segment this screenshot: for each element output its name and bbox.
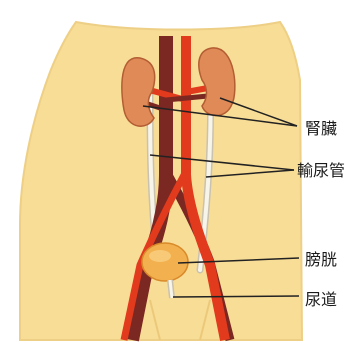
urethra-tube-inner [170,280,172,298]
right-renal-artery [186,88,208,92]
ureter-label: 輸尿管 [297,157,345,181]
bladder-shape [142,243,188,281]
urethra-label: 尿道 [305,286,337,310]
bladder-label: 膀胱 [305,246,337,270]
kidney-label: 腎臟 [305,115,337,139]
left-kidney [122,58,155,126]
bladder-highlight [149,250,171,262]
urethra-leader-line [173,296,299,297]
right-kidney [199,48,235,116]
